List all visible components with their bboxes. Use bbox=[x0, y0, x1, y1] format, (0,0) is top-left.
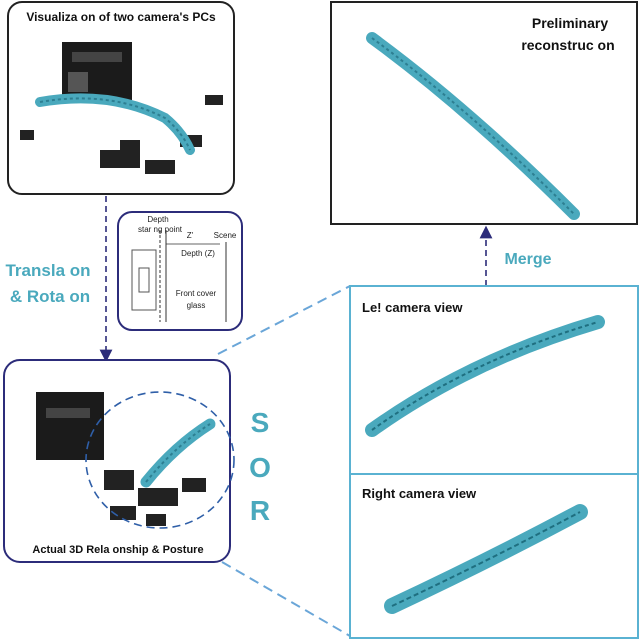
sor-region-ellipse bbox=[85, 391, 235, 529]
panel-title: Actual 3D Rela onship & Posture bbox=[32, 544, 203, 556]
box-detail bbox=[68, 72, 88, 92]
merged-pointcloud-texture bbox=[371, 37, 575, 215]
depth-z-label: Depth (Z) bbox=[181, 249, 215, 258]
sor-letter-s: S bbox=[251, 407, 270, 438]
panel-title-line1: Preliminary bbox=[532, 15, 608, 31]
views-frame bbox=[349, 285, 639, 639]
right-view-title: Right camera view bbox=[362, 486, 477, 501]
cover-glass-label-1: Front cover bbox=[176, 289, 217, 298]
debris-pointcloud bbox=[104, 470, 206, 526]
views-container: Le! camera view Right camera view bbox=[349, 285, 639, 639]
label-merge: Merge bbox=[504, 251, 551, 268]
camera-lens bbox=[138, 267, 150, 293]
panel-preliminary: Preliminary reconstruc on bbox=[330, 1, 638, 225]
label-rotation: & Rota on bbox=[10, 287, 90, 306]
sor-letter-r: R bbox=[250, 495, 270, 526]
box-detail bbox=[46, 408, 90, 418]
cover-glass-label-2: glass bbox=[187, 301, 206, 310]
teal-pointcloud-arc bbox=[35, 93, 195, 155]
connector-top bbox=[217, 285, 351, 355]
depth-inset: Depth star ng point Z' Scene Depth (Z) F… bbox=[117, 211, 243, 331]
panel-frame bbox=[3, 359, 231, 563]
inset-frame bbox=[117, 211, 243, 331]
right-view-texture bbox=[391, 511, 581, 607]
panel-actual-3d: Actual 3D Rela onship & Posture bbox=[3, 359, 235, 563]
left-view-texture bbox=[371, 321, 599, 431]
camera-housing bbox=[131, 249, 157, 311]
z-prime-label: Z' bbox=[187, 231, 194, 240]
left-view-title: Le! camera view bbox=[362, 300, 463, 315]
depth-start-label-2: star ng point bbox=[138, 225, 183, 234]
teal-pointcloud-texture bbox=[145, 423, 211, 483]
panel-title: Visualiza on of two camera's PCs bbox=[26, 10, 216, 24]
depth-start-label-1: Depth bbox=[147, 215, 168, 224]
label-translation: Transla on bbox=[5, 261, 90, 280]
connector-bottom bbox=[221, 561, 351, 637]
box-pointcloud bbox=[36, 392, 104, 460]
scene-label: Scene bbox=[214, 231, 237, 240]
box-detail bbox=[72, 52, 122, 62]
sor-letter-o: O bbox=[249, 452, 271, 483]
panel-two-camera-pcs: Visualiza on of two camera's PCs bbox=[7, 1, 235, 195]
panel-title-line2: reconstruc on bbox=[521, 37, 614, 53]
